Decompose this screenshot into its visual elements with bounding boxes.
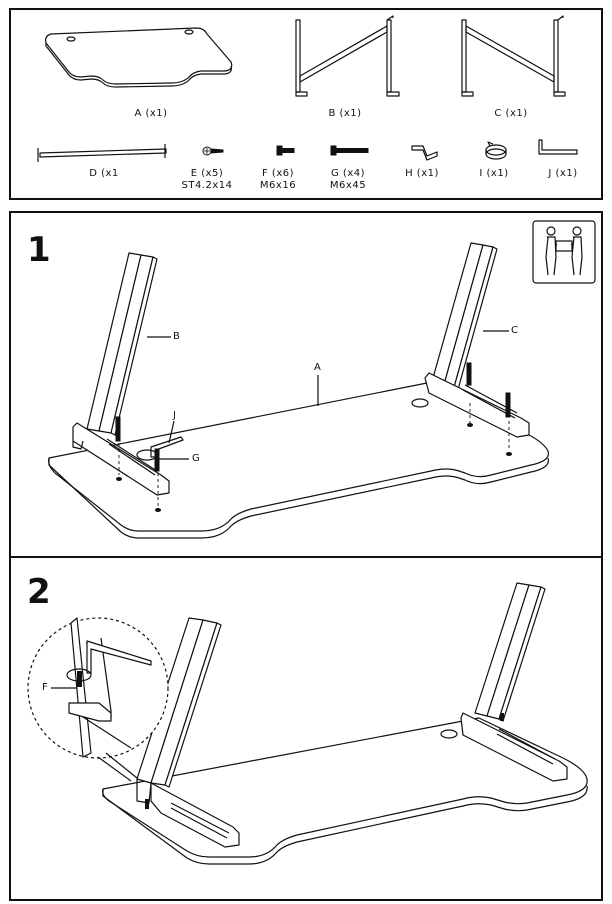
part-c-label: C (x1): [494, 108, 528, 119]
step-2-drawing: [27, 582, 588, 865]
callout-f: F: [42, 682, 48, 693]
part-i-clip-drawing: [485, 141, 507, 160]
step-2-number: 2: [27, 572, 51, 612]
part-e-spec: ST4.2x14: [181, 180, 233, 191]
bolt-g-drawing: [505, 392, 511, 418]
callout-c: C: [511, 325, 518, 336]
bolt-g-drawing: [154, 448, 160, 472]
bolt-g-drawing: [115, 416, 121, 442]
part-b-leg-frame-drawing: [295, 15, 400, 97]
part-e-screw-drawing: [202, 146, 224, 156]
part-g-bolt-drawing: [330, 145, 369, 156]
part-g-label: G (x4): [330, 168, 365, 179]
part-d-crossbar-drawing: [37, 144, 167, 162]
part-j-label: J (x1): [548, 168, 578, 179]
parts-drawing: [37, 15, 578, 162]
part-h-label: H (x1): [405, 168, 439, 179]
part-f-label: F (x6): [261, 168, 294, 179]
two-person-lift-icon: [532, 220, 596, 284]
step-1-drawing: [48, 220, 596, 539]
part-h-bracket-drawing: [411, 145, 438, 161]
part-d-label: D (x1: [89, 168, 119, 179]
part-e-label: E (x5): [190, 168, 224, 179]
bolt-f-drawing: [145, 799, 149, 809]
part-f-spec: M6x16: [259, 180, 297, 191]
parts-list-panel: A (x1) B (x1) C (x1) D (x1 E (x5) ST4.2x…: [9, 8, 603, 200]
part-i-label: I (x1): [479, 168, 509, 179]
part-f-bolt-drawing: [276, 145, 295, 156]
part-a-label: A (x1): [134, 108, 168, 119]
part-a-desktop-drawing: [44, 27, 233, 88]
leader-j: [168, 420, 175, 444]
part-g-spec: M6x45: [329, 180, 367, 191]
callout-b: B: [173, 331, 180, 342]
part-j-allen-key-drawing: [538, 139, 578, 155]
callout-g: G: [192, 453, 200, 464]
callout-j: J: [173, 410, 176, 421]
desktop-a-drawing: [48, 242, 549, 539]
assembly-steps-panel: 1: [9, 211, 603, 901]
step-divider: [11, 556, 601, 558]
part-b-label: B (x1): [328, 108, 362, 119]
part-c-leg-frame-drawing: [461, 15, 566, 97]
bolt-g-drawing: [466, 362, 472, 386]
bolt-f-drawing: [77, 671, 82, 687]
callout-a: A: [314, 362, 321, 373]
bolt-f-drawing: [500, 713, 504, 721]
step-1-number: 1: [27, 230, 51, 270]
detail-zoom-circle: [27, 617, 169, 782]
